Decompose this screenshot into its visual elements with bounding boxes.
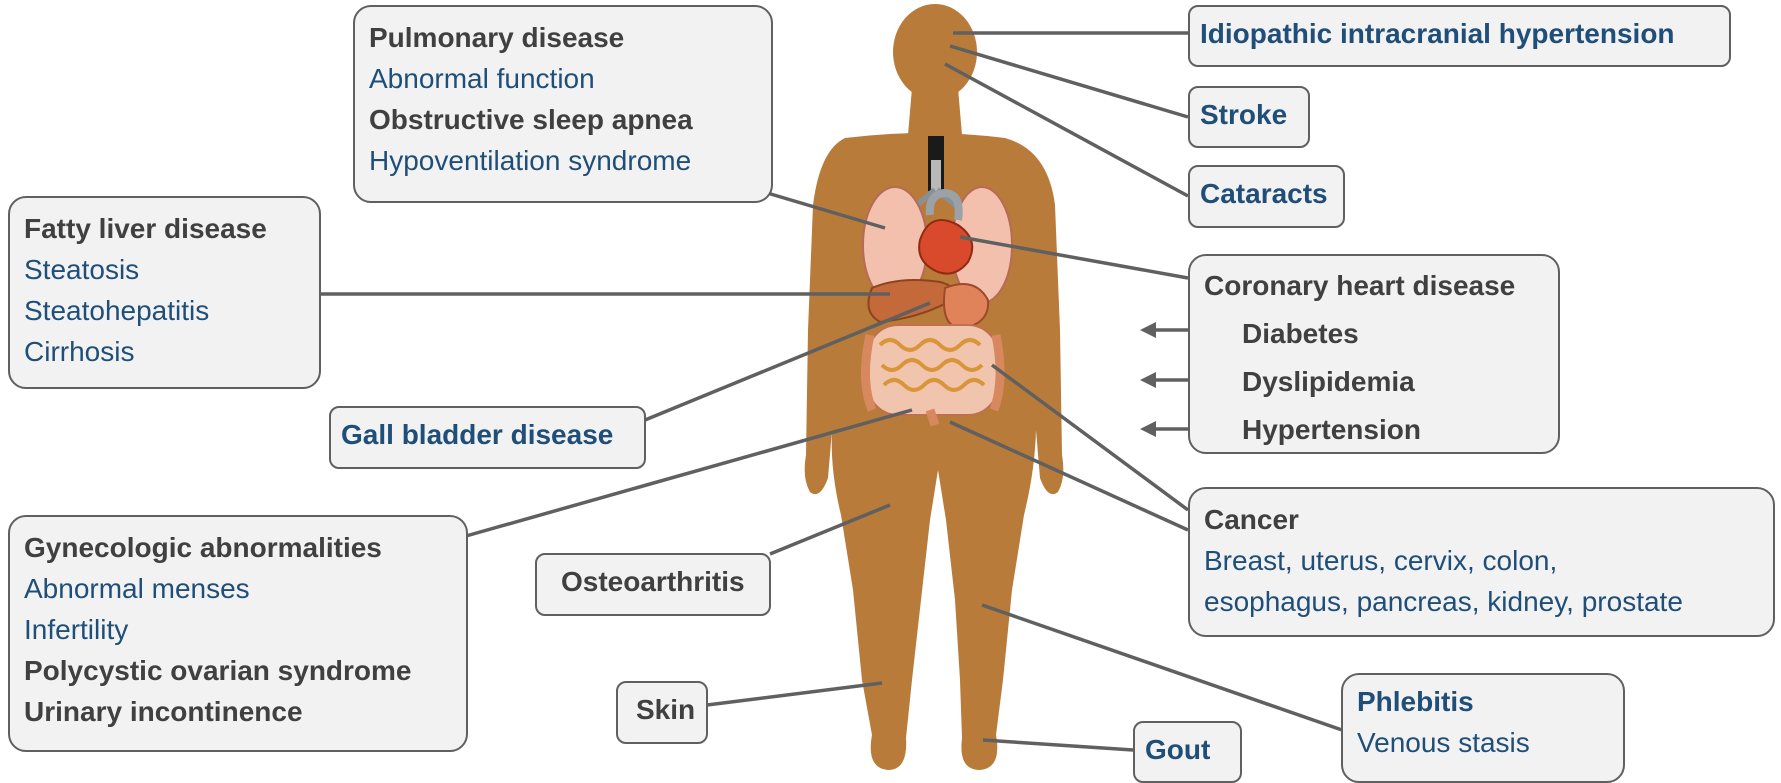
cancer-line-2: esophagus, pancreas, kidney, prostate — [1204, 581, 1759, 622]
gout-box: Gout — [1133, 721, 1242, 783]
gynecologic-line-infertility: Infertility — [24, 609, 452, 650]
pulmonary-line-abnormal-function: Abnormal function — [369, 58, 757, 99]
coronary-item-diabetes: Diabetes — [1204, 310, 1544, 358]
liver-item-cirrhosis: Cirrhosis — [24, 331, 305, 372]
pulmonary-disease-box: Pulmonary disease Abnormal function Obst… — [353, 5, 773, 203]
connector-stroke — [950, 46, 1188, 117]
liver-item-steatohepatitis: Steatohepatitis — [24, 290, 305, 331]
gall-bladder-box: Gall bladder disease — [329, 406, 646, 469]
pulmonary-line-sleep-apnea: Obstructive sleep apnea — [369, 99, 757, 140]
iih-label: Idiopathic intracranial hypertension — [1200, 13, 1719, 54]
cancer-box: Cancer Breast, uterus, cervix, colon, es… — [1188, 487, 1775, 637]
liver-item-steatosis: Steatosis — [24, 249, 305, 290]
phlebitis-box: Phlebitis Venous stasis — [1341, 673, 1625, 783]
cataracts-label: Cataracts — [1200, 173, 1333, 214]
gynecologic-title: Gynecologic abnormalities — [24, 527, 452, 568]
neck — [908, 88, 962, 135]
gout-label: Gout — [1145, 729, 1230, 770]
connector-gout — [983, 740, 1133, 750]
gall-bladder-label: Gall bladder disease — [341, 414, 634, 455]
gynecologic-line-pcos: Polycystic ovarian syndrome — [24, 650, 452, 691]
skin-label: Skin — [636, 689, 696, 730]
gynecologic-line-abnormal-menses: Abnormal menses — [24, 568, 452, 609]
osteoarthritis-box: Osteoarthritis — [535, 553, 771, 616]
pulmonary-title: Pulmonary disease — [369, 17, 757, 58]
iih-box: Idiopathic intracranial hypertension — [1188, 5, 1731, 67]
phlebitis-line-venous-stasis: Venous stasis — [1357, 722, 1609, 763]
stroke-box: Stroke — [1188, 86, 1310, 148]
coronary-item-dyslipidemia: Dyslipidemia — [1204, 358, 1544, 406]
pulmonary-line-hypoventilation: Hypoventilation syndrome — [369, 140, 757, 181]
connector-skin — [707, 683, 882, 705]
cancer-line-1: Breast, uterus, cervix, colon, — [1204, 540, 1759, 581]
stroke-label: Stroke — [1200, 94, 1298, 135]
gynecologic-box: Gynecologic abnormalities Abnormal mense… — [8, 515, 468, 752]
osteoarthritis-label: Osteoarthritis — [561, 561, 759, 602]
skin-box: Skin — [616, 681, 708, 744]
coronary-title: Coronary heart disease — [1204, 262, 1544, 310]
cancer-title: Cancer — [1204, 499, 1759, 540]
fatty-liver-box: Fatty liver disease Steatosis Steatohepa… — [8, 196, 321, 389]
gynecologic-line-incontinence: Urinary incontinence — [24, 691, 452, 732]
cataracts-box: Cataracts — [1188, 165, 1345, 228]
phlebitis-title: Phlebitis — [1357, 681, 1609, 722]
liver-title: Fatty liver disease — [24, 208, 305, 249]
coronary-item-hypertension: Hypertension — [1204, 406, 1544, 454]
coronary-heart-disease-box: Coronary heart disease Diabetes Dyslipid… — [1188, 254, 1560, 454]
